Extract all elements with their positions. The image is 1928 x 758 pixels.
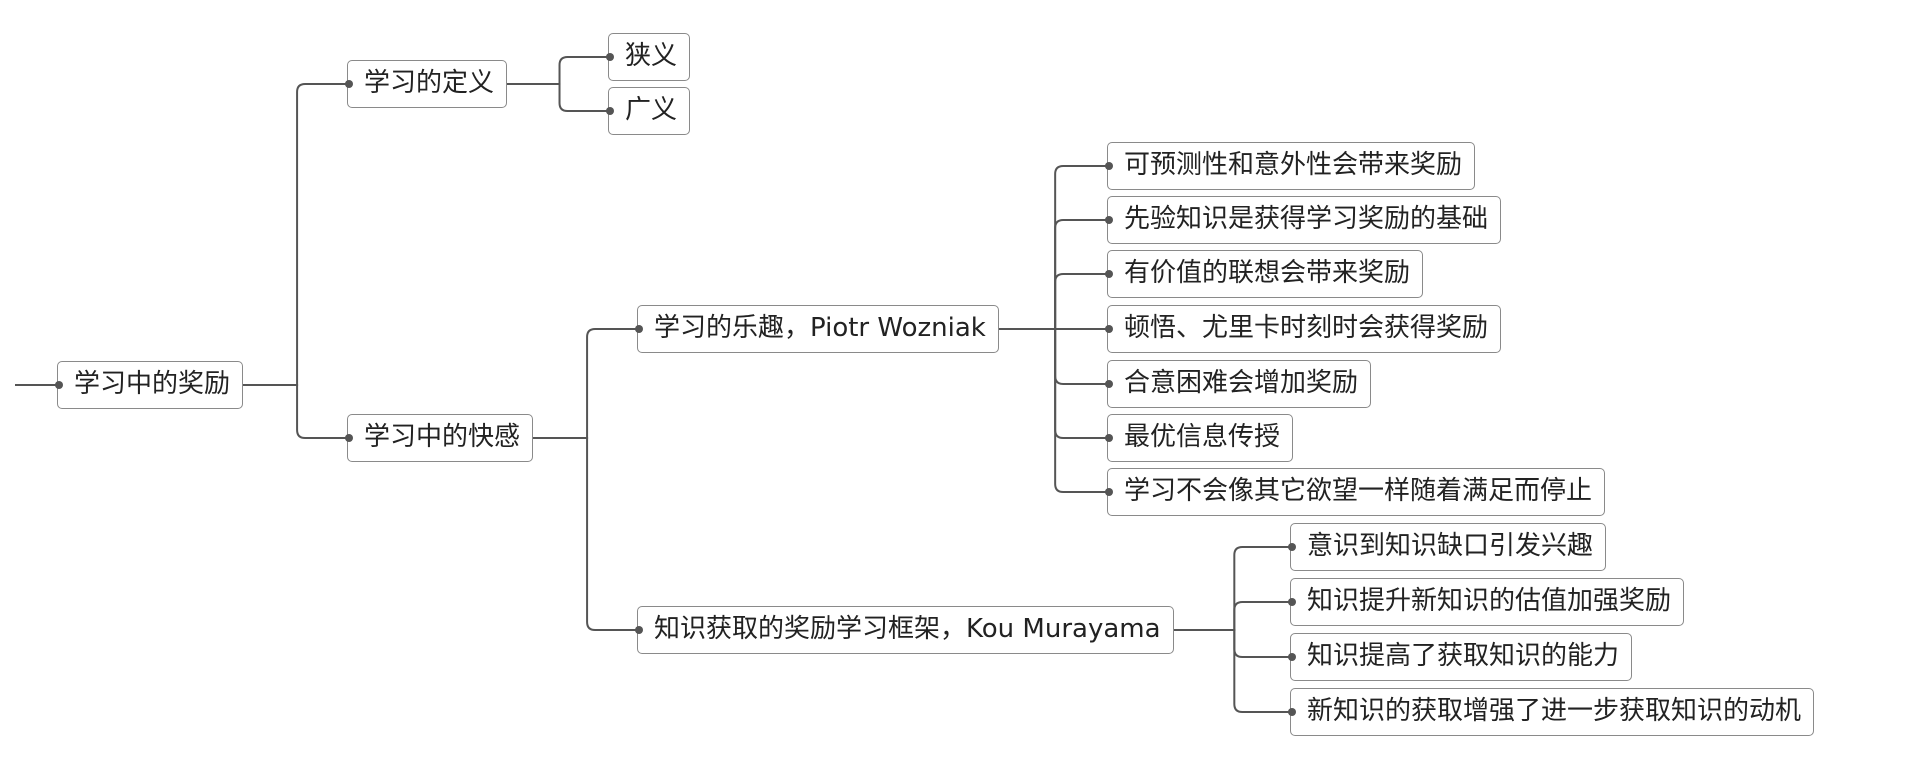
node-murayama-label: 知识获取的奖励学习框架，Kou Murayama: [654, 614, 1161, 644]
node-murayama-item-1[interactable]: 意识到知识缺口引发兴趣: [1288, 523, 1607, 571]
edge-pleasure-2: [533, 437, 637, 631]
node-murayama[interactable]: 知识获取的奖励学习框架，Kou Murayama: [635, 606, 1174, 654]
node-wozniak-label: 学习的乐趣，Piotr Wozniak: [654, 313, 986, 343]
connector-dot-icon: [345, 80, 353, 88]
node-broad-sense-label: 广义: [625, 95, 678, 125]
node-wozniak-item-4[interactable]: 顿悟、尤里卡时刻时会获得奖励: [1105, 305, 1502, 353]
connector-dot-icon: [55, 381, 63, 389]
edge-definition-1: [507, 56, 608, 85]
connector-dot-icon: [1105, 434, 1113, 442]
connector-dot-icon: [1288, 653, 1296, 661]
node-murayama-item-2-label: 知识提升新知识的估值加强奖励: [1307, 586, 1672, 616]
node-wozniak-item-6[interactable]: 最优信息传授: [1105, 414, 1294, 462]
connector-dot-icon: [1105, 216, 1113, 224]
node-pleasure[interactable]: 学习中的快感: [345, 414, 534, 462]
edge-murayama-4: [1174, 629, 1290, 713]
node-wozniak-item-3-label: 有价值的联想会带来奖励: [1124, 258, 1411, 288]
connector-dot-icon: [606, 53, 614, 61]
edge-wozniak-3: [999, 273, 1107, 330]
edge-wozniak-7: [999, 328, 1107, 493]
connector-dot-icon: [1105, 380, 1113, 388]
node-definition-label: 学习的定义: [364, 68, 495, 98]
connector-dot-icon: [1288, 543, 1296, 551]
node-murayama-item-3[interactable]: 知识提高了获取知识的能力: [1288, 633, 1633, 681]
node-definition[interactable]: 学习的定义: [345, 60, 508, 108]
node-murayama-item-2[interactable]: 知识提升新知识的估值加强奖励: [1288, 578, 1685, 626]
edge-murayama-3: [1174, 629, 1290, 658]
node-wozniak-item-5[interactable]: 合意困难会增加奖励: [1105, 360, 1372, 408]
node-wozniak-item-5-label: 合意困难会增加奖励: [1124, 368, 1359, 398]
connector-dot-icon: [1105, 162, 1113, 170]
edge-murayama-2: [1174, 601, 1290, 631]
node-wozniak-item-7-label: 学习不会像其它欲望一样随着满足而停止: [1124, 476, 1593, 506]
connector-dot-icon: [1288, 708, 1296, 716]
edge-murayama-1: [1174, 546, 1290, 631]
node-broad-sense[interactable]: 广义: [606, 87, 691, 135]
node-wozniak-item-1-label: 可预测性和意外性会带来奖励: [1124, 150, 1463, 180]
node-pleasure-label: 学习中的快感: [364, 422, 521, 452]
edge-pleasure-1: [533, 328, 637, 439]
node-wozniak[interactable]: 学习的乐趣，Piotr Wozniak: [635, 305, 999, 353]
node-wozniak-item-6-label: 最优信息传授: [1124, 422, 1281, 452]
node-murayama-item-4[interactable]: 新知识的获取增强了进一步获取知识的动机: [1288, 688, 1815, 736]
root-node-label: 学习中的奖励: [74, 369, 231, 399]
node-murayama-item-3-label: 知识提高了获取知识的能力: [1307, 641, 1620, 671]
node-wozniak-item-1[interactable]: 可预测性和意外性会带来奖励: [1105, 142, 1476, 190]
edge-wozniak-1: [999, 165, 1107, 330]
edge-wozniak-2: [999, 219, 1107, 330]
node-wozniak-item-3[interactable]: 有价值的联想会带来奖励: [1105, 250, 1424, 298]
connector-dot-icon: [635, 626, 643, 634]
connector-dot-icon: [1105, 325, 1113, 333]
edge-root-2: [243, 384, 347, 439]
node-narrow-sense[interactable]: 狭义: [606, 33, 691, 81]
connector-dot-icon: [635, 325, 643, 333]
node-wozniak-item-2-label: 先验知识是获得学习奖励的基础: [1124, 204, 1489, 234]
edge-wozniak-5: [999, 328, 1107, 385]
node-murayama-item-4-label: 新知识的获取增强了进一步获取知识的动机: [1307, 696, 1802, 726]
root-node[interactable]: 学习中的奖励: [55, 361, 244, 409]
connector-dot-icon: [1105, 270, 1113, 278]
edge-definition-2: [507, 83, 608, 112]
connector-dot-icon: [606, 107, 614, 115]
connector-dot-icon: [345, 434, 353, 442]
node-narrow-sense-label: 狭义: [625, 41, 678, 71]
node-wozniak-item-7[interactable]: 学习不会像其它欲望一样随着满足而停止: [1105, 468, 1606, 516]
edge-root-1: [243, 83, 347, 386]
connector-dot-icon: [1105, 488, 1113, 496]
connector-dot-icon: [1288, 598, 1296, 606]
node-murayama-item-1-label: 意识到知识缺口引发兴趣: [1307, 531, 1594, 561]
node-wozniak-item-4-label: 顿悟、尤里卡时刻时会获得奖励: [1124, 313, 1489, 343]
node-wozniak-item-2[interactable]: 先验知识是获得学习奖励的基础: [1105, 196, 1502, 244]
